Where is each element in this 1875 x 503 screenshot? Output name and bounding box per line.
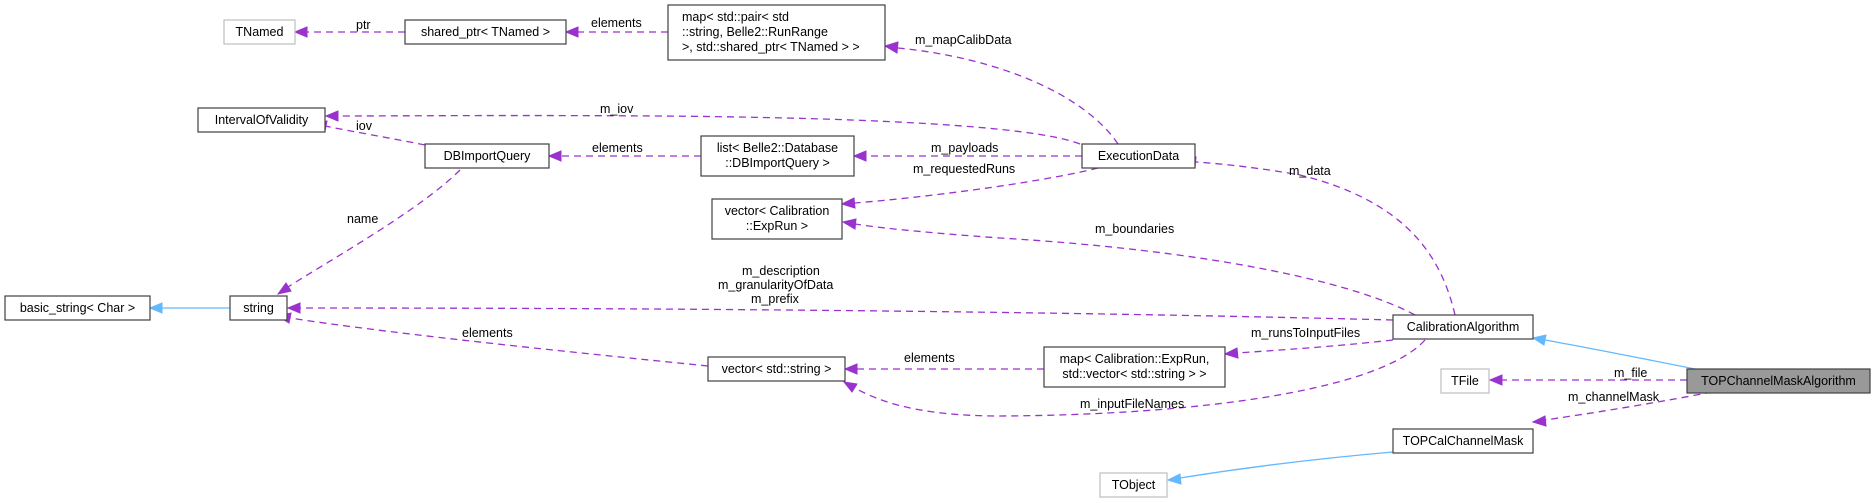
edge-label-m-data: m_data (1289, 164, 1331, 178)
node-vector-exprun[interactable]: vector< Calibration ::ExpRun > (711, 198, 843, 240)
edge-label-m-payloads: m_payloads (931, 141, 998, 155)
svg-text:CalibrationAlgorithm: CalibrationAlgorithm (1407, 320, 1520, 334)
node-execution-data[interactable]: ExecutionData (1081, 143, 1196, 169)
node-tfile[interactable]: TFile (1440, 368, 1490, 394)
edge-label-m-runsToInputFiles: m_runsToInputFiles (1251, 326, 1360, 340)
edge-inherit-basic-string (148, 302, 230, 314)
edge-label-m-channelMask: m_channelMask (1568, 390, 1660, 404)
svg-text:vector< Calibration: vector< Calibration (725, 204, 830, 218)
edge-m-description: m_description m_granularityOfData m_pref… (286, 264, 1394, 321)
svg-text:::DBImportQuery >: ::DBImportQuery > (725, 156, 830, 170)
svg-text:::string, Belle2::RunRange: ::string, Belle2::RunRange (682, 25, 828, 39)
edge-elements-shared: elements (564, 16, 668, 38)
edge-m-runsToInputFiles: m_runsToInputFiles (1223, 326, 1394, 359)
edge-m-payloads: m_payloads (852, 141, 1082, 162)
svg-text:>, std::shared_ptr< TNamed > >: >, std::shared_ptr< TNamed > > (682, 40, 860, 54)
node-tobject[interactable]: TObject (1099, 472, 1168, 498)
node-basic-string[interactable]: basic_string< Char > (4, 295, 151, 321)
edge-label-m-granularityOfData: m_granularityOfData (718, 278, 833, 292)
edge-elements-list: elements (547, 141, 701, 162)
edge-m-file: m_file (1488, 366, 1687, 386)
edge-m-requestedRuns: m_requestedRuns (840, 162, 1099, 209)
edge-label-elements-vector: elements (462, 326, 513, 340)
node-map-calib[interactable]: map< std::pair< std ::string, Belle2::Ru… (667, 4, 886, 61)
node-interval-of-validity[interactable]: IntervalOfValidity (197, 107, 326, 133)
svg-text:vector< std::string >: vector< std::string > (722, 362, 832, 376)
edge-m-channelMask: m_channelMask (1531, 390, 1713, 427)
node-string[interactable]: string (229, 295, 288, 321)
edge-label-iov: iov (356, 119, 373, 133)
edge-label-m-inputFileNames: m_inputFileNames (1080, 397, 1184, 411)
edge-iov: iov (312, 119, 426, 146)
svg-text:map< Calibration::ExpRun,: map< Calibration::ExpRun, (1060, 352, 1210, 366)
edge-m-iov: m_iov (324, 102, 1081, 145)
edge-label-m-boundaries: m_boundaries (1095, 222, 1174, 236)
edge-label-m-prefix: m_prefix (751, 292, 800, 306)
svg-text:shared_ptr< TNamed >: shared_ptr< TNamed > (421, 25, 550, 39)
edge-label-elements-list: elements (592, 141, 643, 155)
edge-m-mapCalibData: m_mapCalibData (883, 33, 1119, 145)
edge-label-m-description: m_description (742, 264, 820, 278)
svg-text:TFile: TFile (1451, 374, 1479, 388)
svg-text:IntervalOfValidity: IntervalOfValidity (215, 113, 309, 127)
svg-text:DBImportQuery: DBImportQuery (444, 149, 532, 163)
svg-text:TOPCalChannelMask: TOPCalChannelMask (1403, 434, 1524, 448)
svg-text:ExecutionData: ExecutionData (1098, 149, 1179, 163)
node-calibration-algorithm[interactable]: CalibrationAlgorithm (1392, 314, 1534, 340)
edge-label-m-iov: m_iov (600, 102, 634, 116)
edge-inherit-calibration-algorithm (1531, 334, 1701, 371)
node-db-import-query[interactable]: DBImportQuery (424, 143, 550, 169)
svg-text:string: string (243, 301, 274, 315)
node-tnamed[interactable]: TNamed (223, 19, 296, 45)
edge-name: name (276, 169, 461, 295)
node-vector-string[interactable]: vector< std::string > (707, 356, 846, 382)
edge-m-data: m_data (1181, 156, 1456, 316)
node-list-db[interactable]: list< Belle2::Database ::DBImportQuery > (700, 135, 855, 177)
edge-label-m-requestedRuns: m_requestedRuns (913, 162, 1015, 176)
edge-label-elements-map: elements (904, 351, 955, 365)
edge-label-m-mapCalibData: m_mapCalibData (915, 33, 1012, 47)
edge-elements-map: elements (843, 351, 1044, 375)
edge-m-boundaries: m_boundaries (841, 218, 1416, 316)
svg-text:::ExpRun >: ::ExpRun > (746, 219, 808, 233)
svg-text:TObject: TObject (1112, 478, 1156, 492)
svg-text:TNamed: TNamed (236, 25, 284, 39)
svg-text:std::vector< std::string > >: std::vector< std::string > > (1062, 367, 1206, 381)
svg-text:list< Belle2::Database: list< Belle2::Database (717, 141, 838, 155)
edge-label-name: name (347, 212, 378, 226)
node-map-runs[interactable]: map< Calibration::ExpRun, std::vector< s… (1043, 346, 1226, 388)
node-shared-ptr[interactable]: shared_ptr< TNamed > (404, 19, 567, 45)
edge-ptr: ptr (293, 18, 405, 38)
node-top-channel-mask-algorithm[interactable]: TOPChannelMaskAlgorithm (1686, 368, 1871, 394)
edge-label-elements-shared: elements (591, 16, 642, 30)
svg-text:basic_string< Char >: basic_string< Char > (20, 301, 135, 315)
svg-text:map< std::pair< std: map< std::pair< std (682, 10, 789, 24)
edge-label-m-file: m_file (1614, 366, 1647, 380)
svg-text:TOPChannelMaskAlgorithm: TOPChannelMaskAlgorithm (1701, 374, 1856, 388)
edge-inherit-tobject (1166, 451, 1394, 485)
edge-elements-vector: elements (276, 312, 709, 367)
edge-label-ptr: ptr (356, 18, 371, 32)
edge-m-inputFileNames: m_inputFileNames (842, 339, 1426, 417)
node-top-cal-channel-mask[interactable]: TOPCalChannelMask (1392, 428, 1534, 454)
